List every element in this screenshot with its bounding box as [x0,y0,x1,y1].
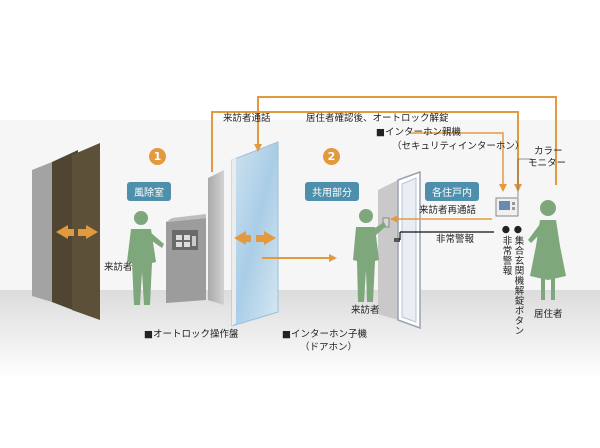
body [127,229,156,305]
recall-label: 来訪者再通話 [419,205,477,216]
step-1-badge: 1 [149,148,166,165]
vertical-emergency-label: ●非常警報 [500,224,512,276]
color-monitor-label-2: モニター [528,158,567,169]
leg [551,278,555,300]
visitor-figure-left [127,211,164,305]
left-arrow-icon [234,231,246,245]
left-arrow-stem [68,229,74,236]
visitor-label-right: 来訪者 [351,305,380,316]
master-intercom [495,197,519,217]
panel-key [184,242,190,247]
panel-key [176,242,182,247]
monitor-button [512,207,515,210]
zone-vestibule: 風除室 [127,182,171,201]
wall-segment [208,170,224,305]
head [540,200,556,216]
visitor-call-label: 来訪者通話 [223,113,271,124]
visitor-label-left: 来訪者 [104,262,133,273]
visitor-figure-right [353,209,386,302]
right-arrow-stem [78,229,86,236]
door-frame [378,180,398,320]
color-monitor-label-1: カラー [534,146,563,157]
arrow-stem [246,235,251,242]
resident-label: 居住者 [534,309,563,320]
master-unit-sub-label: （セキュリティインターホン） [392,141,525,152]
visitor-call-line [211,111,522,192]
left-arrow-icon [56,225,68,239]
panel-key [192,236,196,246]
vestibule-glass-door [208,141,279,327]
panel-top [166,214,206,222]
master-unit-label: ■インターホン親機 [376,127,461,138]
panel-key [184,235,190,240]
zone-common-area: 共用部分 [305,182,359,201]
confirm-unlock-label: 居住者確認後、オートロック解錠 [306,113,449,124]
arm [149,232,164,248]
head [134,211,148,225]
door-edge [32,162,52,302]
arm [372,222,386,236]
master-unit-pointer [412,132,507,192]
arm [528,224,542,243]
entrance-doors [32,143,100,320]
door-handle [394,238,400,242]
leg [541,278,545,300]
head [359,209,373,223]
right-arrow-icon [86,225,98,239]
unit-door [378,170,421,330]
right-arrow-icon [264,231,276,245]
doorphone-unit [382,217,390,228]
door-unit-label: ■インターホン子機 [282,329,367,340]
autolock-panel-label: ■オートロック操作盤 [144,329,239,340]
vertical-unlock-button-label: ●集合玄関機解錠ボタン [512,224,524,336]
unlock-line [254,96,557,185]
glass-frame [232,156,236,326]
glass-panel [231,141,279,327]
step-2-badge: 2 [323,148,340,165]
emergency-alarm-label: 非常警報 [436,234,475,245]
panel-key [176,235,182,240]
autolock-panel [166,214,206,303]
door-inset [401,177,417,323]
monitor-screen [499,201,510,210]
resident-figure [528,200,566,300]
zone-each-unit: 各住戸内 [425,182,479,201]
door-unit-sub-label: （ドアホン） [300,342,358,353]
arrow-stem [256,235,264,242]
monitor-button [512,202,515,205]
body [353,227,379,302]
